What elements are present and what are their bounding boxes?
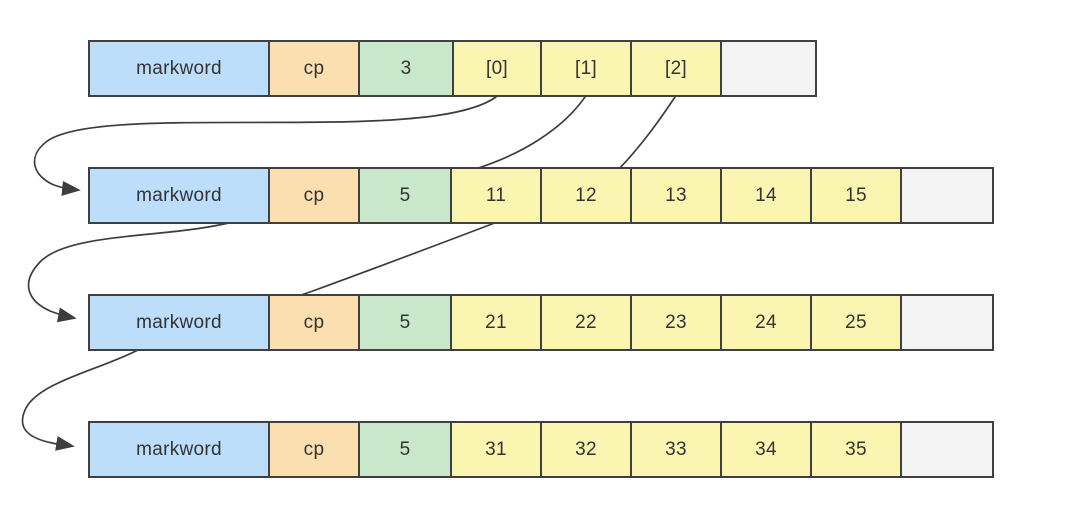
- element-cell: 23: [632, 294, 722, 351]
- element-cell: 25: [812, 294, 902, 351]
- element-cell: 22: [542, 294, 632, 351]
- element-cell: 12: [542, 167, 632, 224]
- padding-cell: [902, 294, 994, 351]
- element-cell: 34: [722, 421, 812, 478]
- element-cell: 11: [452, 167, 542, 224]
- element-cell: 24: [722, 294, 812, 351]
- cp-cell: cp: [270, 294, 360, 351]
- element-cell: 15: [812, 167, 902, 224]
- element-cell: 14: [722, 167, 812, 224]
- padding-cell: [902, 421, 994, 478]
- pointer-arrow-2-to-inner-3: [21, 96, 676, 451]
- element-cell: [0]: [454, 40, 542, 97]
- element-cell: 33: [632, 421, 722, 478]
- element-cell: 35: [812, 421, 902, 478]
- element-cell: 32: [542, 421, 632, 478]
- markword-cell: markword: [90, 421, 270, 478]
- padding-cell: [722, 40, 817, 97]
- markword-cell: markword: [90, 40, 270, 97]
- markword-cell: markword: [90, 167, 270, 224]
- pointer-arrow-0-to-inner-1: [33, 96, 497, 196]
- length-cell: 3: [360, 40, 454, 97]
- element-cell: 21: [452, 294, 542, 351]
- padding-cell: [902, 167, 994, 224]
- length-cell: 5: [360, 421, 452, 478]
- length-cell: 5: [360, 167, 452, 224]
- cp-cell: cp: [270, 40, 360, 97]
- element-cell: [2]: [632, 40, 722, 97]
- element-cell: 31: [452, 421, 542, 478]
- markword-cell: markword: [90, 294, 270, 351]
- pointer-arrow-1-to-inner-2: [27, 96, 586, 323]
- cp-cell: cp: [270, 421, 360, 478]
- cp-cell: cp: [270, 167, 360, 224]
- element-cell: [1]: [542, 40, 632, 97]
- element-cell: 13: [632, 167, 722, 224]
- length-cell: 5: [360, 294, 452, 351]
